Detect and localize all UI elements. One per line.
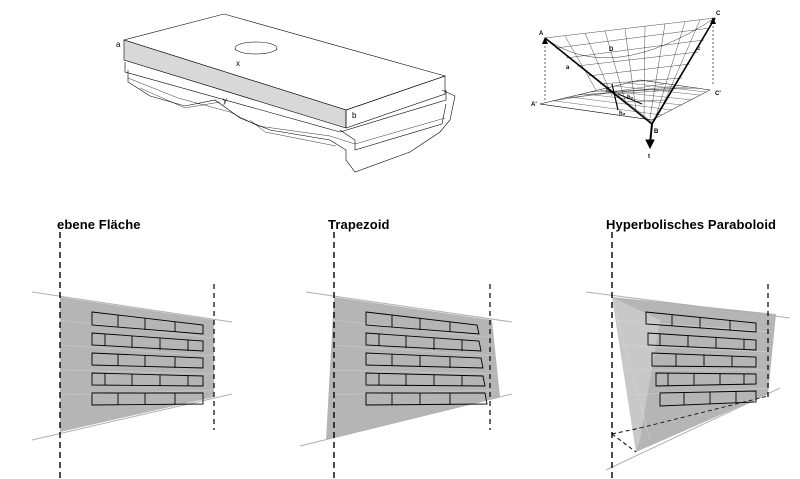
hypar-label-h1: h₁ — [606, 88, 613, 94]
title-trapezoid: Trapezoid — [328, 217, 390, 232]
hypar-label-D: D — [609, 47, 614, 53]
hypar-label-a: a — [566, 65, 570, 71]
hypar-label-t: t — [648, 154, 650, 160]
hypar-label-C: C — [716, 11, 721, 17]
flat-surface-panel — [31, 232, 233, 479]
hyperbolic-paraboloid-panel — [585, 232, 791, 479]
brick-wall — [91, 311, 204, 406]
slab-label-a: a — [116, 40, 121, 49]
brick-wall — [645, 311, 757, 407]
hypar-label-h3: h₃ — [619, 111, 626, 117]
slab-label-x: x — [236, 59, 240, 68]
slab-label-y: y — [223, 96, 227, 105]
hypar-label-c: c — [697, 46, 701, 52]
hypar-3d-diagram — [539, 17, 716, 150]
brick-wall — [365, 311, 488, 406]
hypar-label-h2: h₂ — [627, 95, 634, 101]
hypar-label-A: A — [539, 31, 544, 37]
hypar-label-B: B — [654, 129, 659, 135]
hypar-label-C-prime: C' — [715, 91, 721, 97]
slab-label-b: b — [352, 111, 357, 120]
title-hyperbolic-paraboloid: Hyperbolisches Paraboloid — [606, 217, 777, 232]
stacked-slab-drawing — [122, 13, 456, 173]
title-flat-surface: ebene Fläche — [57, 217, 141, 232]
trapezoid-panel — [299, 232, 513, 479]
hypar-label-A-prime: A' — [531, 102, 537, 108]
